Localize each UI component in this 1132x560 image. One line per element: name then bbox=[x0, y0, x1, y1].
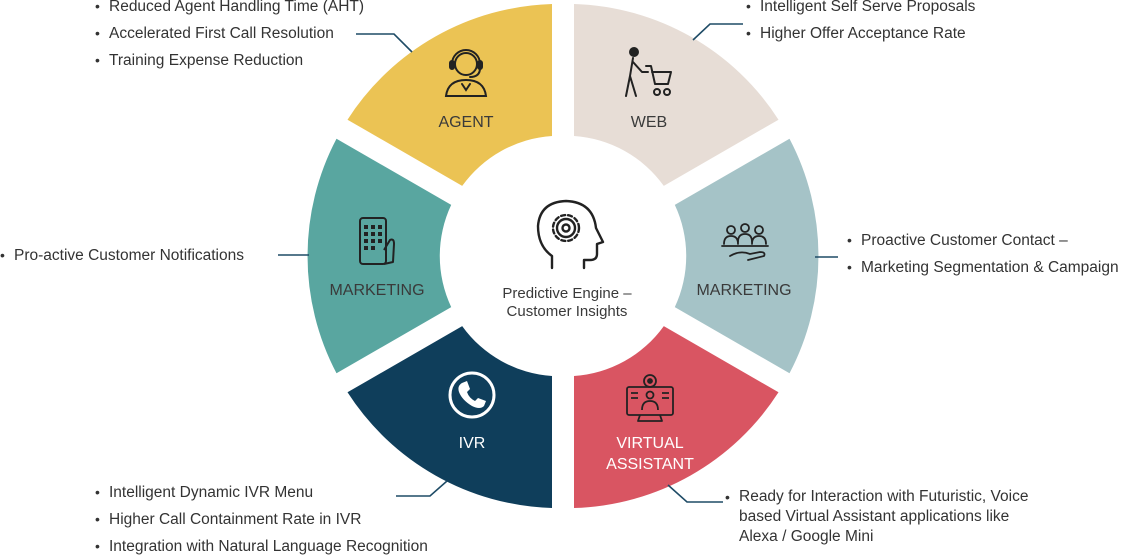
connector-web bbox=[692, 23, 743, 41]
marketing-left-benefits-list: Pro-active Customer Notifications bbox=[0, 242, 244, 269]
list-item: Intelligent Dynamic IVR Menu bbox=[95, 479, 428, 506]
segment-ivr bbox=[347, 326, 552, 508]
list-item: Marketing Segmentation & Campaign bbox=[847, 254, 1119, 281]
list-item: Reduced Agent Handling Time (AHT) bbox=[95, 0, 364, 20]
list-item: Integration with Natural Language Recogn… bbox=[95, 533, 428, 560]
head-gear-icon bbox=[536, 199, 605, 270]
phone-icon bbox=[448, 371, 496, 419]
segment-marketing-right bbox=[674, 138, 819, 374]
ivr-benefits-list: Intelligent Dynamic IVR Menu Higher Call… bbox=[95, 479, 428, 560]
center-title-line1: Predictive Engine – bbox=[502, 285, 632, 302]
virtual-assistant-benefits-list: Ready for Interaction with Futuristic, V… bbox=[725, 487, 1028, 547]
segment-marketing-left bbox=[307, 138, 452, 374]
segment-agent bbox=[347, 4, 552, 186]
segment-label-agent: AGENT bbox=[438, 114, 493, 131]
list-item: Higher Offer Acceptance Rate bbox=[746, 20, 975, 47]
segment-web bbox=[574, 4, 779, 186]
shopping-cart-person-icon bbox=[625, 47, 672, 97]
list-item-line: Ready for Interaction with Futuristic, V… bbox=[739, 488, 1029, 505]
mobile-touch-icon bbox=[359, 217, 395, 265]
headset-agent-icon bbox=[444, 49, 488, 97]
segment-label-virtual-line1: VIRTUAL bbox=[616, 435, 683, 452]
list-item: Pro-active Customer Notifications bbox=[0, 242, 244, 269]
list-item: Higher Call Containment Rate in IVR bbox=[95, 506, 428, 533]
segment-virtual-assistant bbox=[574, 326, 779, 508]
list-item: Ready for Interaction with Futuristic, V… bbox=[725, 487, 1028, 547]
segment-label-ivr: IVR bbox=[459, 435, 486, 452]
agent-benefits-list: Reduced Agent Handling Time (AHT) Accele… bbox=[95, 0, 364, 74]
list-item: Training Expense Reduction bbox=[95, 47, 364, 74]
segment-label-marketing-left: MARKETING bbox=[329, 282, 424, 299]
segment-label-virtual-line2: ASSISTANT bbox=[606, 456, 694, 473]
list-item: Intelligent Self Serve Proposals bbox=[746, 0, 975, 20]
computer-gear-icon bbox=[626, 374, 674, 422]
center-title-line2: Customer Insights bbox=[507, 303, 628, 320]
web-benefits-list: Intelligent Self Serve Proposals Higher … bbox=[746, 0, 975, 47]
list-item-line: Alexa / Google Mini bbox=[739, 528, 874, 545]
marketing-right-benefits-list: Proactive Customer Contact – Marketing S… bbox=[847, 227, 1119, 281]
segment-label-marketing-right: MARKETING bbox=[696, 282, 791, 299]
people-hand-icon bbox=[721, 223, 769, 261]
connector-va bbox=[667, 484, 723, 503]
list-item: Accelerated First Call Resolution bbox=[95, 20, 364, 47]
list-item: Proactive Customer Contact – bbox=[847, 227, 1119, 254]
segment-label-web: WEB bbox=[631, 114, 667, 131]
connector-agent bbox=[356, 33, 413, 53]
list-item-line: based Virtual Assistant applications lik… bbox=[739, 508, 1010, 525]
